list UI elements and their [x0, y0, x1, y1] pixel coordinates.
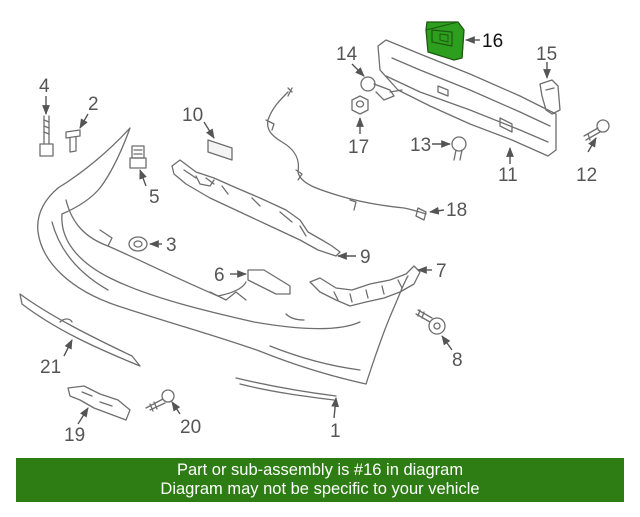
pad-part-10 — [207, 139, 233, 161]
callout-17: 17 — [348, 137, 369, 158]
callout-9: 9 — [360, 247, 371, 268]
callout-16: 16 — [482, 31, 503, 52]
callout-7: 7 — [436, 261, 447, 282]
reinforcement-beam-part — [377, 39, 557, 157]
banner-line-1: Part or sub-assembly is #16 in diagram — [176, 461, 464, 479]
nut-part-3 — [128, 236, 148, 252]
clip-part-5 — [129, 145, 147, 169]
callout-12: 12 — [576, 165, 597, 186]
diagram-notice-banner: Part or sub-assembly is #16 in diagram D… — [16, 458, 624, 502]
callout-1: 1 — [330, 421, 341, 442]
callout-3: 3 — [166, 235, 177, 256]
nut-part-17 — [351, 95, 369, 115]
callout-5: 5 — [149, 187, 160, 208]
callout-8: 8 — [452, 350, 463, 371]
callout-15: 15 — [536, 44, 557, 65]
lower-trim-strip-part — [19, 293, 141, 367]
callout-20: 20 — [180, 417, 201, 438]
callout-2: 2 — [88, 94, 99, 115]
screw-part-12 — [583, 119, 610, 141]
energy-absorber-part — [171, 159, 341, 257]
highlighted-bracket-part-16 — [425, 21, 465, 61]
callout-6: 6 — [214, 265, 225, 286]
callout-labels: 4 2 3 5 6 7 8 9 10 11 12 13 14 15 16 17 … — [39, 31, 597, 446]
callout-21: 21 — [40, 357, 61, 378]
screw-part-13 — [451, 136, 467, 161]
wiring-harness-part — [265, 87, 427, 221]
callout-13: 13 — [410, 135, 431, 156]
screw-part-8 — [415, 309, 446, 335]
bracket-part-19 — [67, 385, 131, 421]
screw-part-20 — [145, 389, 175, 412]
bracket-part-6 — [247, 269, 291, 295]
bracket-part-15 — [539, 79, 561, 115]
callout-10: 10 — [182, 105, 203, 126]
bumper-cover-part — [37, 127, 409, 401]
callout-11: 11 — [498, 165, 518, 186]
pin-part-2 — [65, 129, 81, 153]
callout-4: 4 — [39, 76, 50, 97]
banner-line-2: Diagram may not be specific to your vehi… — [160, 480, 480, 498]
leader-lines — [42, 36, 597, 425]
callout-19: 19 — [64, 425, 85, 446]
bolt-part-4 — [39, 115, 54, 157]
callout-14: 14 — [336, 44, 358, 65]
callout-18: 18 — [446, 200, 467, 221]
